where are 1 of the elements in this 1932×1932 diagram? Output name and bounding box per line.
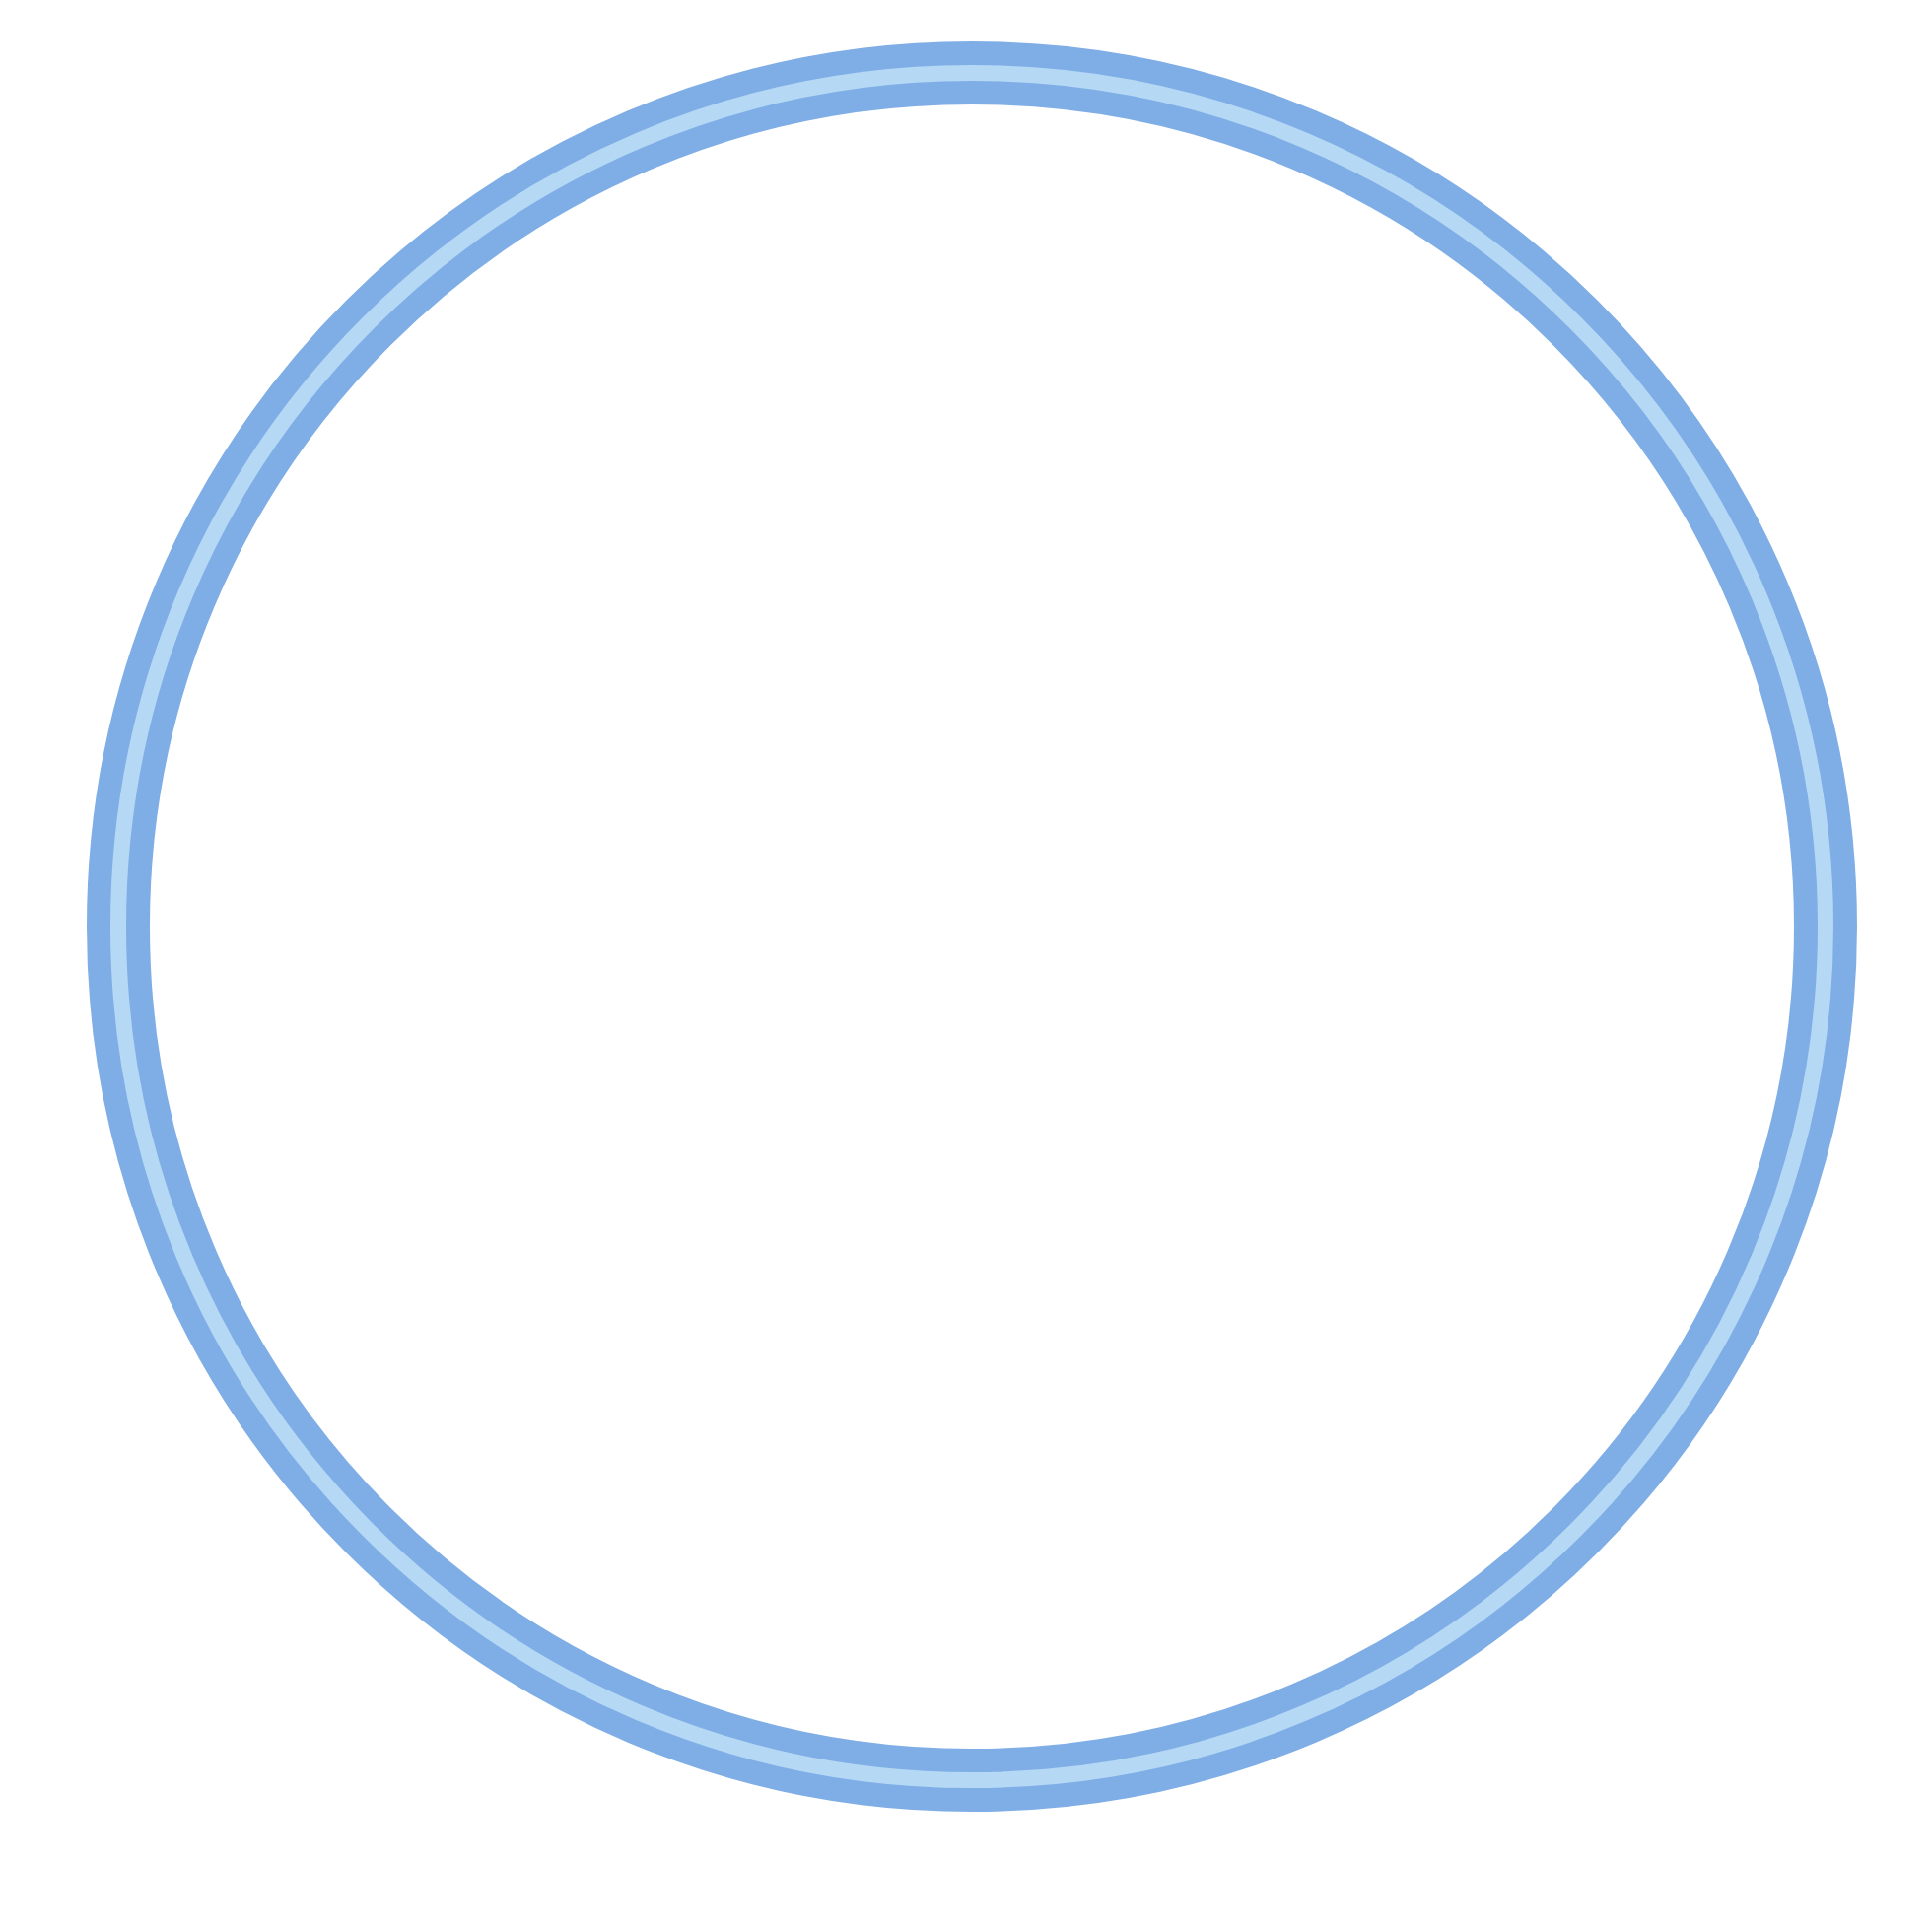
ring — [87, 41, 1857, 1812]
